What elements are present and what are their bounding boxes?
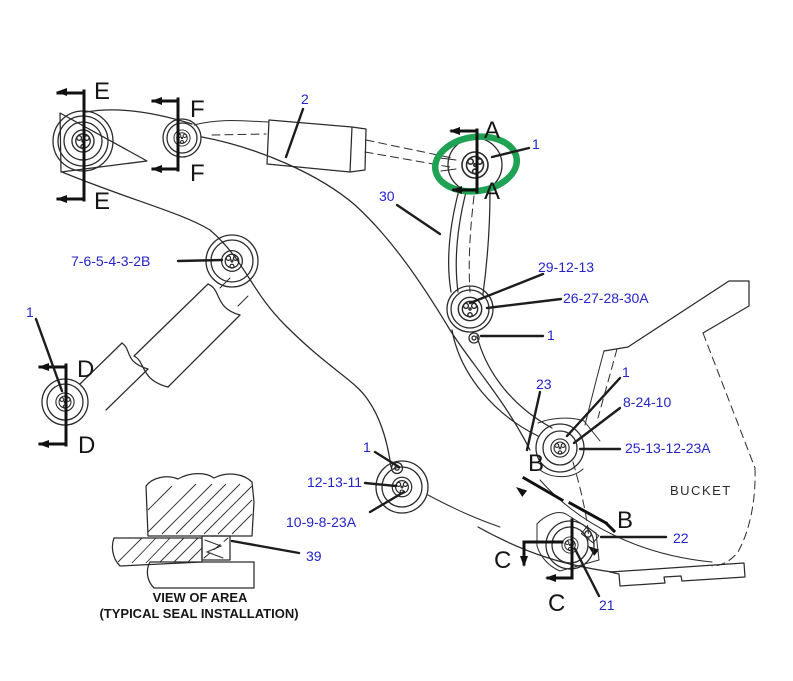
callout-tilt-link: 30	[379, 188, 395, 204]
section-label-b-top: B	[528, 450, 544, 477]
bucket-label: BUCKET	[670, 483, 732, 498]
callout-bucket-lower-pin: 21	[599, 597, 615, 613]
section-letters: E E F F A A D D B B C C	[77, 78, 633, 617]
section-mark-c	[520, 518, 574, 582]
callout-qty-pin-a: 1	[532, 136, 540, 152]
section-label-f-bottom: F	[190, 160, 205, 187]
section-mark-a	[449, 127, 479, 194]
pin-a-highlight-ellipse	[431, 133, 521, 195]
section-label-a-bottom: A	[484, 178, 500, 205]
section-mark-f	[151, 97, 180, 173]
section-mark-e	[56, 88, 86, 203]
section-label-b-bottom: B	[617, 507, 633, 534]
hatch-upper-block	[147, 483, 253, 535]
section-label-d-bottom: D	[78, 432, 95, 459]
callout-seal: 39	[306, 548, 322, 564]
callout-bucket-link-pin: 23	[536, 376, 552, 392]
section-label-c-top: C	[494, 547, 511, 574]
callout-tilt-cylinder: 2	[301, 91, 309, 107]
callout-bucket-upper-group: 8-24-10	[623, 394, 671, 410]
lever-pivot-pin	[446, 285, 494, 344]
section-label-f-top: F	[190, 96, 205, 123]
callout-bucket-lower-retainer: 22	[673, 530, 689, 546]
callout-boom-nose-group: 12-13-11	[307, 474, 362, 490]
callout-boom-nose-seal-group: 10-9-8-23A	[286, 514, 357, 530]
section-mark-b	[516, 475, 617, 556]
section-label-e-bottom: E	[94, 188, 110, 215]
boom-arm-outline	[59, 109, 531, 528]
callout-bucket-upper-pin-group: 25-13-12-23A	[625, 440, 711, 456]
section-label-e-top: E	[94, 78, 110, 105]
seal-detail-view: VIEW OF AREA (TYPICAL SEAL INSTALLATION)	[99, 473, 299, 621]
tilt-cylinder	[193, 119, 457, 173]
callout-lever-bearing-group: 26-27-28-30A	[563, 290, 649, 306]
callout-lever-pin-group: 29-12-13	[538, 259, 594, 275]
leader-lines	[34, 107, 668, 598]
callout-qty-lever: 1	[547, 327, 555, 343]
lift-cylinder	[79, 277, 249, 411]
callout-boom-cylinder-pin-group: 7-6-5-4-3-2B	[71, 253, 150, 269]
callout-labels: 2 30 1 7-6-5-4-3-2B 1 29-12-13 26-27-28-…	[26, 91, 711, 613]
section-label-d-top: D	[77, 356, 94, 383]
hatch-left-wedge	[117, 537, 203, 564]
section-label-c-bottom: C	[548, 590, 565, 617]
bucket-lower-hinge-pin	[536, 512, 600, 572]
callout-qty-bucket-upper: 1	[622, 364, 630, 380]
view-of-area-title: VIEW OF AREA	[153, 590, 248, 605]
section-label-a-top: A	[484, 117, 500, 144]
callout-qty-pin-d: 1	[26, 304, 34, 320]
callout-qty-nose: 1	[363, 439, 371, 455]
view-of-area-subtitle: (TYPICAL SEAL INSTALLATION)	[99, 606, 298, 621]
seal-cross-section	[204, 539, 224, 559]
boom-rear-pin-f	[162, 118, 202, 158]
bucket-outline: BUCKET	[477, 280, 756, 587]
tilt-link-arm	[448, 189, 553, 437]
